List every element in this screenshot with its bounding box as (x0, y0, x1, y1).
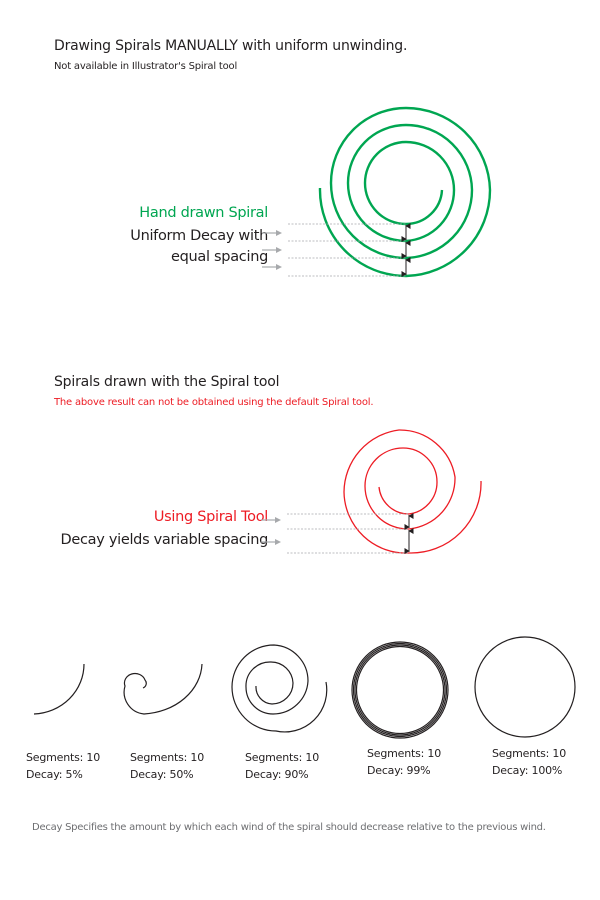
uniform-decay-label-line2: equal spacing (171, 249, 268, 265)
segments-label: Segments: 10 (492, 747, 567, 760)
right-arrow-icon (262, 230, 282, 236)
section2-title: Spirals drawn with the Spiral tool (54, 374, 280, 390)
decay-label: Decay: 5% (26, 768, 83, 781)
segments-label: Segments: 10 (245, 751, 320, 764)
hand-drawn-spiral (318, 106, 492, 278)
right-arrow-icon (261, 517, 281, 523)
footer-note: Decay Specifies the amount by which each… (32, 822, 546, 833)
example-spiral-decay-100 (474, 636, 576, 738)
variable-spacing-guides (287, 513, 409, 554)
example-caption: Segments: 10 Decay: 5% (26, 749, 100, 783)
hand-drawn-spiral-label: Hand drawn Spiral (139, 205, 268, 221)
section1-title: Drawing Spirals MANUALLY with uniform un… (54, 38, 408, 54)
decay-label: Decay: 90% (245, 768, 309, 781)
uniform-spacing-guides (288, 223, 406, 277)
pointer-arrow-icons (262, 230, 282, 270)
decay-label: Decay: 100% (492, 764, 563, 777)
example-spiral-decay-50 (123, 663, 203, 715)
segments-label: Segments: 10 (367, 747, 442, 760)
segments-label: Segments: 10 (130, 751, 205, 764)
using-spiral-tool-label: Using Spiral Tool (153, 509, 268, 525)
example-caption: Segments: 10 Decay: 100% (492, 745, 566, 779)
decay-label: Decay: 50% (130, 768, 194, 781)
section2-subtitle: The above result can not be obtained usi… (54, 397, 374, 408)
right-arrow-icon (262, 264, 282, 270)
segments-label: Segments: 10 (26, 751, 101, 764)
uniform-decay-label-line1: Uniform Decay with (130, 228, 268, 244)
example-caption: Segments: 10 Decay: 99% (367, 745, 441, 779)
decay-label: Decay: 99% (367, 764, 431, 777)
example-spiral-decay-90 (231, 644, 328, 733)
example-caption: Segments: 10 Decay: 90% (245, 749, 319, 783)
right-arrow-icon (261, 539, 281, 545)
example-spiral-decay-5 (33, 663, 85, 715)
variable-spacing-label: Decay yields variable spacing (60, 532, 268, 548)
example-spiral-decay-99 (351, 641, 449, 739)
example-caption: Segments: 10 Decay: 50% (130, 749, 204, 783)
spiral-tool-spiral (343, 429, 482, 554)
section1-subtitle: Not available in Illustrator's Spiral to… (54, 61, 238, 72)
pointer-arrow-icons (261, 517, 281, 545)
right-arrow-icon (262, 247, 282, 253)
